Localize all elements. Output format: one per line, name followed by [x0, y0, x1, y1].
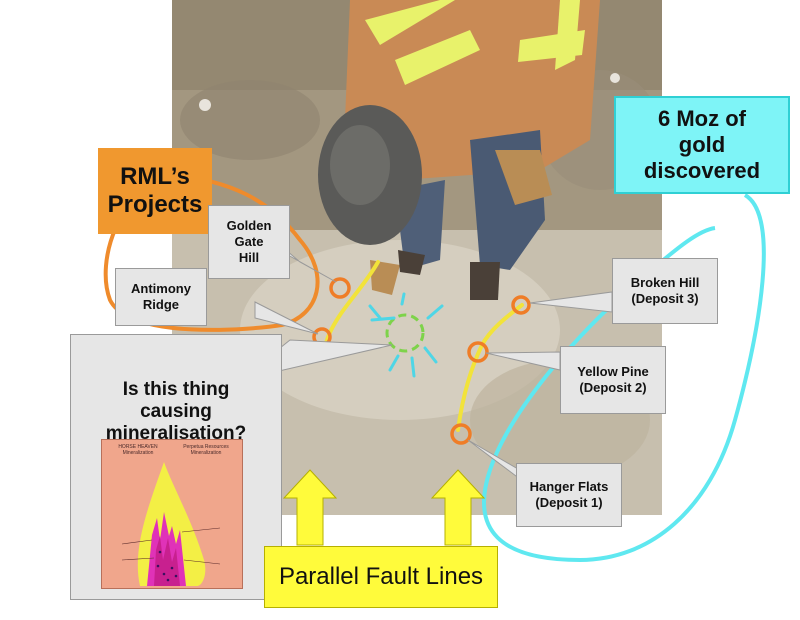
- marker-broken-hill: [511, 295, 531, 315]
- mineralisation-inset: HORSE HEAVEN Mineralization Perpetua Res…: [101, 439, 243, 589]
- gold-discovered-label: 6 Moz of gold discovered: [614, 96, 790, 194]
- fault-arrows: [282, 469, 486, 546]
- mineralisation-question-text: Is this thing causing mineralisation?: [105, 379, 247, 444]
- mineralisation-question-callout: Is this thing causing mineralisation? HO…: [70, 334, 282, 600]
- marker-golden-gate-hill: [329, 277, 351, 299]
- hanger-flats-callout: Hanger Flats (Deposit 1): [516, 463, 622, 527]
- marker-yellow-pine: [467, 341, 489, 363]
- parallel-fault-lines-label: Parallel Fault Lines: [264, 546, 498, 608]
- arrow-right: [430, 469, 486, 546]
- rml-projects-label: RML’s Projects: [98, 148, 212, 234]
- yellow-pine-callout: Yellow Pine (Deposit 2): [560, 346, 666, 414]
- arrow-left: [282, 469, 338, 546]
- golden-gate-hill-callout: Golden Gate Hill: [208, 205, 290, 279]
- inset-right-title: Perpetua Resources Mineralization: [183, 444, 229, 456]
- fault-line-west: [322, 260, 380, 354]
- worker-figure: [318, 0, 600, 300]
- central-target: [368, 292, 444, 378]
- marker-hanger-flats: [450, 423, 472, 445]
- antimony-ridge-callout: Antimony Ridge: [115, 268, 207, 326]
- inset-mineralization-diagram: [121, 462, 221, 586]
- inset-left-title: HORSE HEAVEN Mineralization: [118, 444, 158, 456]
- broken-hill-callout: Broken Hill (Deposit 3): [612, 258, 718, 324]
